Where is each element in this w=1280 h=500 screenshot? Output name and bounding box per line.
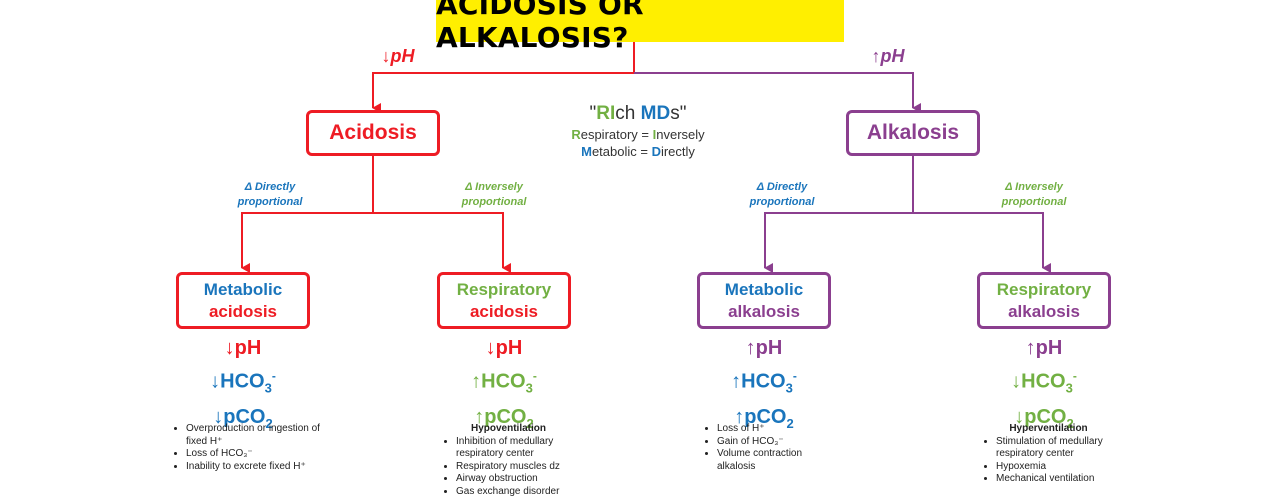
respiratory-alkalosis-line2: alkalosis — [1008, 301, 1080, 321]
list-item: Respiratory muscles dz — [456, 461, 571, 474]
metabolic-alkalosis-box: Metabolic alkalosis — [697, 272, 831, 329]
list-item: Volume contraction alkalosis — [717, 448, 817, 473]
list-item: Inhibition of medullary respiratory cent… — [456, 436, 571, 461]
respiratory-alkalosis-box: Respiratory alkalosis — [977, 272, 1111, 329]
list-item: Loss of HCO₃⁻ — [186, 448, 326, 461]
list-item: Gain of HCO₃⁻ — [717, 436, 817, 449]
alkalosis-label: Alkalosis — [866, 121, 960, 144]
alkalosis-box: Alkalosis — [846, 110, 980, 156]
pco2-value: ↓pCO2 — [213, 405, 273, 431]
metabolic-acidosis-box: Metabolic acidosis — [176, 272, 310, 329]
arrow-to-acidosis — [372, 42, 635, 113]
acidosis-label: Acidosis — [329, 121, 417, 144]
arrow-to-respiratory-acidosis — [373, 212, 511, 273]
respiratory-acidosis-line1: Respiratory — [456, 279, 552, 299]
list-item: Hypoxemia — [996, 461, 1111, 474]
pco2-value: ↑pCO2 — [474, 405, 534, 431]
arrow-to-metabolic-alkalosis — [764, 156, 914, 273]
metabolic-alkalosis-line2: alkalosis — [728, 301, 800, 321]
metabolic-acidosis-notes: Overproduction or ingestion of fixed H⁺ … — [176, 423, 326, 473]
hco3-value: ↑HCO3- — [731, 369, 797, 396]
branch-right-label: ↑pH — [871, 46, 905, 66]
metabolic-acidosis-values: ↓pH ↓HCO3- ↓pCO2 — [143, 334, 343, 438]
mnemonic: "RIch MDs" Respiratory = Inversely Metab… — [548, 102, 728, 160]
notes-heading: Hypoventilation — [470, 423, 546, 434]
mnemonic-line-metabolic: Metabolic = Directly — [581, 144, 695, 159]
mnemonic-line-respiratory: Respiratory = Inversely — [571, 127, 705, 142]
metabolic-acidosis-line1: Metabolic — [203, 279, 283, 299]
ph-value: ↑pH — [1025, 337, 1063, 359]
arrow-to-respiratory-alkalosis — [913, 212, 1051, 273]
respiratory-alkalosis-values: ↑pH ↓HCO3- ↓pCO2 — [944, 334, 1144, 438]
respiratory-alkalosis-line1: Respiratory — [996, 279, 1092, 299]
metabolic-acidosis-line2: acidosis — [208, 301, 278, 321]
respiratory-acidosis-box: Respiratory acidosis — [437, 272, 571, 329]
list-item: Inability to excrete fixed H⁺ — [186, 461, 326, 474]
notes-heading: Hyperventilation — [1009, 423, 1088, 434]
respiratory-acidosis-notes: Hypoventilation Inhibition of medullary … — [446, 423, 571, 498]
metabolic-alkalosis-line1: Metabolic — [724, 279, 804, 299]
hco3-value: ↓HCO3- — [210, 369, 276, 396]
list-item: Overproduction or ingestion of fixed H⁺ — [186, 423, 326, 448]
list-item: Airway obstruction — [456, 473, 571, 486]
arrow-to-alkalosis — [634, 72, 921, 113]
mnemonic-title: "RIch MDs" — [589, 103, 687, 124]
list-item: Stimulation of medullary respiratory cen… — [996, 436, 1111, 461]
list-item: Mechanical ventilation — [996, 473, 1111, 486]
ph-value: ↓pH — [485, 337, 523, 359]
pco2-value: ↓pCO2 — [1014, 405, 1074, 431]
ph-value: ↓pH — [224, 337, 262, 359]
acidosis-box: Acidosis — [306, 110, 440, 156]
list-item: Gas exchange disorder — [456, 486, 571, 499]
hco3-value: ↑HCO3- — [471, 369, 537, 396]
respiratory-acidosis-values: ↓pH ↑HCO3- ↑pCO2 — [404, 334, 604, 438]
arrow-to-metabolic-acidosis — [241, 156, 374, 273]
pco2-value: ↑pCO2 — [734, 405, 794, 431]
hco3-value: ↓HCO3- — [1011, 369, 1077, 396]
list-item: Loss of H⁺ — [717, 423, 817, 436]
respiratory-alkalosis-notes: Hyperventilation Stimulation of medullar… — [986, 423, 1111, 486]
branch-left-label: ↓pH — [381, 46, 415, 66]
metabolic-alkalosis-notes: Loss of H⁺ Gain of HCO₃⁻ Volume contract… — [707, 423, 817, 473]
ph-value: ↑pH — [745, 337, 783, 359]
respiratory-acidosis-line2: acidosis — [469, 301, 539, 321]
metabolic-alkalosis-values: ↑pH ↑HCO3- ↑pCO2 — [664, 334, 864, 438]
